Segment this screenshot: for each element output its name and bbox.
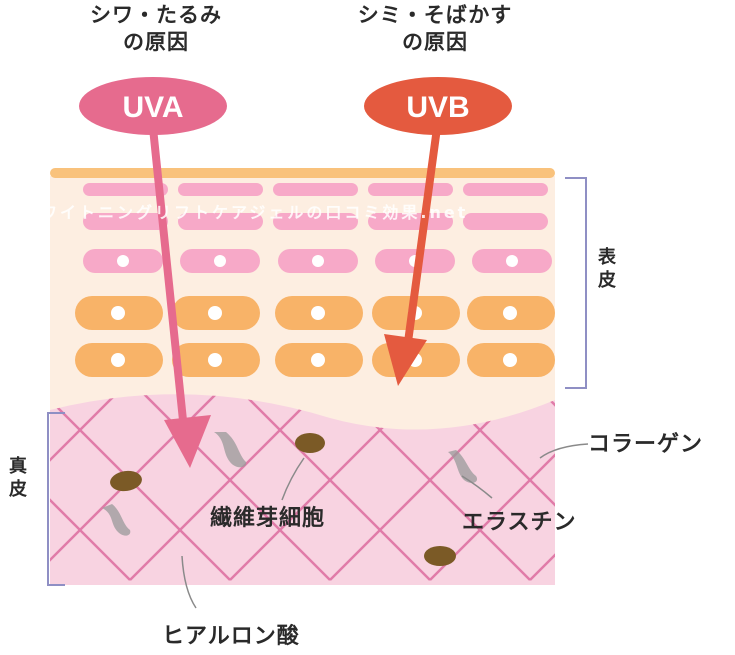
- collagen-fiber: [129, 394, 331, 581]
- collagen-fiber: [429, 394, 555, 581]
- pink-cell: [178, 183, 263, 196]
- cell-nucleus: [208, 306, 222, 320]
- epidermis-bracket: [565, 177, 587, 389]
- pink-cell: [368, 183, 453, 196]
- cell-nucleus: [111, 306, 125, 320]
- elastin-fiber: [448, 450, 478, 483]
- uva-caption-line2: の原因: [123, 30, 189, 54]
- uvb-caption-line1: シミ・そばかす: [357, 3, 513, 27]
- collagen-fiber: [630, 380, 735, 580]
- collagen-label: コラーゲン: [588, 432, 704, 457]
- uva-caption: シワ・たるみ の原因: [56, 2, 256, 56]
- hyaluronic-pointer: [181, 555, 197, 609]
- cell-nucleus: [311, 353, 325, 367]
- uvb-badge-label: UVB: [406, 91, 469, 124]
- cell-nucleus: [503, 306, 517, 320]
- uva-arrow-head: [164, 415, 211, 468]
- cell-nucleus: [506, 255, 518, 267]
- pink-cell: [273, 213, 358, 230]
- epidermis-label: 表皮: [596, 246, 618, 292]
- watermark: ホワイトニングリフトケアジェルの口コミ効果.net: [22, 203, 469, 222]
- cell-nucleus: [117, 255, 129, 267]
- cell-nucleus: [311, 306, 325, 320]
- cell-row-5: [75, 343, 555, 377]
- dermis-label-text: 真皮: [9, 456, 27, 500]
- pink-cell: [463, 183, 548, 196]
- epidermis-label-text: 表皮: [598, 247, 616, 291]
- elastin-label: エラスチン: [462, 510, 577, 535]
- uvb-badge: [364, 77, 512, 135]
- pink-cell: [83, 213, 168, 230]
- pink-cell: [368, 213, 453, 230]
- dermis-label: 真皮: [7, 455, 29, 501]
- uva-badge: [79, 77, 227, 135]
- pink-cell: [463, 213, 548, 230]
- cell-nucleus: [214, 255, 226, 267]
- elastin-fiber: [102, 504, 131, 536]
- uva-badge-label: UVA: [122, 91, 183, 124]
- fibroblast-pointer: [281, 457, 305, 501]
- uvb-caption-line2: の原因: [402, 30, 468, 54]
- cell-row-2: [83, 213, 548, 230]
- cell-nucleus: [312, 255, 324, 267]
- collagen-fiber: [50, 394, 131, 581]
- pink-cell: [273, 183, 358, 196]
- uvb-arrow-head: [384, 334, 427, 386]
- fibroblast-cell: [295, 433, 325, 453]
- collagen-pointer: [539, 443, 589, 459]
- uva-caption-line1: シワ・たるみ: [90, 3, 222, 27]
- fibroblasts: [110, 433, 456, 566]
- collagen-fiber: [50, 394, 131, 581]
- stratum-corneum-band: [50, 168, 555, 178]
- hyaluronic-acid-label: ヒアルロン酸: [162, 624, 300, 649]
- cell-nucleus: [503, 353, 517, 367]
- dermis-bracket: [47, 412, 65, 586]
- fibroblast-label: 繊維芽細胞: [210, 506, 326, 531]
- cell-row-1: [83, 183, 548, 196]
- elastin-fiber: [214, 432, 247, 468]
- fibroblast-cell: [110, 470, 142, 492]
- cell-nucleus: [111, 353, 125, 367]
- cell-nucleus: [208, 353, 222, 367]
- pink-cell: [178, 213, 263, 230]
- elastin-pointer: [461, 475, 493, 499]
- elastin-fibers: [102, 432, 478, 536]
- uva-arrow: [149, 124, 211, 468]
- uvb-arrow: [384, 124, 441, 386]
- uvb-arrow-shaft: [404, 124, 441, 346]
- uva-arrow-shaft: [149, 124, 188, 434]
- uvb-caption: シミ・そばかす の原因: [335, 2, 535, 56]
- collagen-fiber: [529, 394, 555, 581]
- collagen-fiber: [529, 394, 555, 581]
- cell-row-4: [75, 296, 555, 330]
- fibroblast-cell: [424, 546, 456, 566]
- cell-row-3: [83, 249, 552, 273]
- pink-cell: [83, 183, 168, 196]
- pointer-lines: [181, 443, 589, 609]
